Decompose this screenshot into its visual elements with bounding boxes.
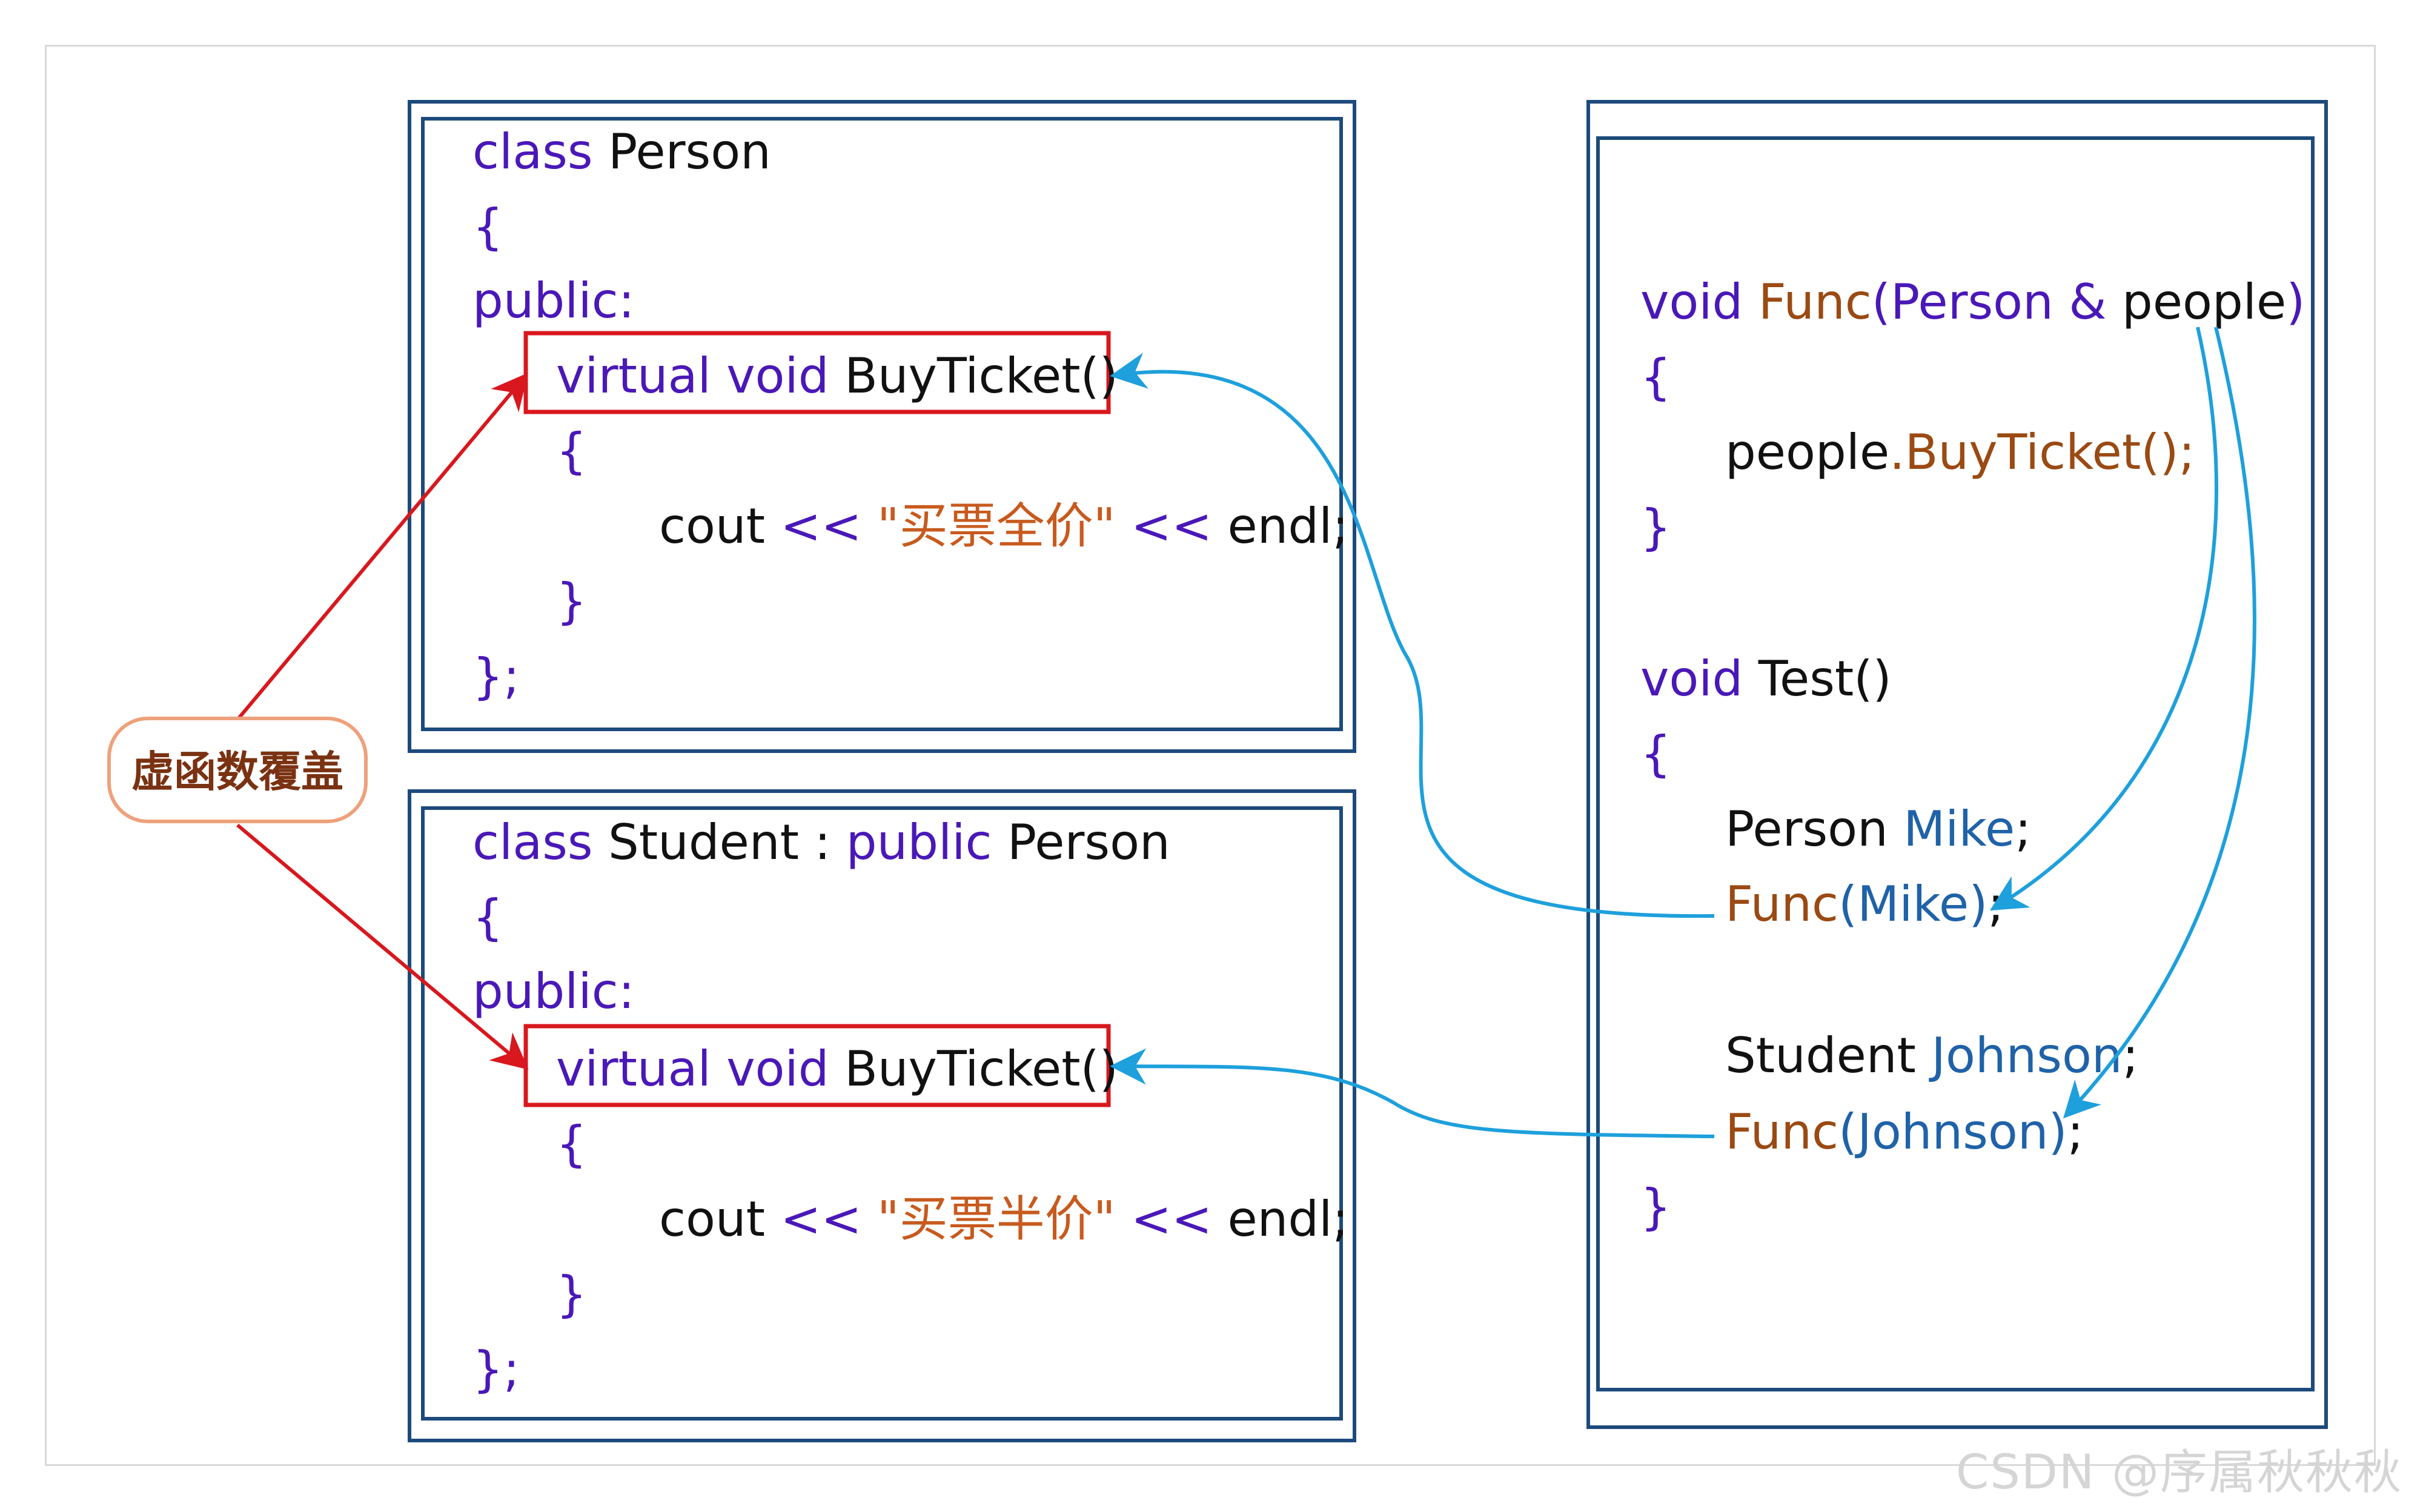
- func-param-name: people: [2122, 274, 2286, 330]
- call-johnson-line: Func(Johnson);: [1725, 1104, 2084, 1160]
- arrow-people-to-call-mike: [1989, 327, 2218, 911]
- decl-mike-semi: ;: [2015, 801, 2031, 857]
- badge-label: 虚函数覆盖: [131, 746, 343, 797]
- person-line-3: public:: [472, 273, 635, 329]
- func-brace-open: {: [1640, 349, 1671, 405]
- decl-mike-line: Person Mike;: [1725, 801, 2031, 857]
- person-class-code: class Person { public: virtual void BuyT…: [472, 124, 1348, 705]
- student-class-keyword: class: [472, 814, 593, 870]
- canvas-frame: [45, 45, 2376, 1466]
- call-method: .BuyTicket();: [1889, 424, 2195, 480]
- student-class-box: [408, 789, 1356, 1442]
- test-name: Test(): [1743, 651, 1891, 707]
- call-johnson-fn: Func: [1725, 1104, 1838, 1160]
- caller-box-outer: [1586, 100, 2328, 1429]
- student-base-name: Person: [992, 814, 1170, 870]
- person-virtual-keyword: virtual void: [556, 348, 829, 404]
- caller-code: void Func(Person & people) { people.BuyT…: [1640, 274, 2305, 1235]
- arrow-people-to-call-johnson: [2063, 327, 2256, 1119]
- student-op-1: <<: [765, 1191, 877, 1247]
- person-buyticket-name: BuyTicket(): [829, 348, 1118, 404]
- person-endl: endl;: [1227, 498, 1348, 554]
- student-line-4: virtual void BuyTicket(): [556, 1041, 1118, 1097]
- person-box-outer: [408, 100, 1356, 753]
- student-cout: cout: [659, 1191, 765, 1247]
- decl-mike-var: Mike: [1888, 801, 2015, 857]
- student-line-7: }: [556, 1266, 587, 1322]
- virtual-override-badge: 虚函数覆盖: [107, 717, 368, 823]
- person-line-4: virtual void BuyTicket(): [556, 348, 1118, 404]
- decl-johnson-line: Student Johnson;: [1725, 1027, 2139, 1084]
- person-line-5: {: [556, 423, 587, 479]
- decl-johnson-var: Johnson: [1916, 1027, 2123, 1084]
- decl-mike-type: Person: [1725, 801, 1888, 857]
- student-op-2: <<: [1116, 1191, 1228, 1247]
- student-line-2: {: [472, 889, 503, 946]
- person-line-1: class Person: [472, 124, 771, 180]
- student-class-name: Student :: [593, 814, 846, 870]
- student-endl: endl;: [1227, 1191, 1348, 1247]
- student-virtual-keyword: virtual void: [556, 1041, 829, 1097]
- person-cout: cout: [659, 498, 765, 554]
- person-line-2: {: [472, 199, 503, 255]
- person-op-1: <<: [765, 498, 877, 554]
- student-line-8: };: [472, 1341, 520, 1398]
- student-line-6: cout << "买票半价" << endl;: [659, 1191, 1348, 1247]
- arrow-func-johnson-to-student-buyticket: [1110, 1048, 1715, 1138]
- student-class-code: class Student : public Person { public: …: [472, 814, 1348, 1398]
- func-params: (Person &: [1872, 274, 2122, 330]
- person-class-keyword: class: [472, 124, 593, 180]
- student-buyticket-name: BuyTicket(): [829, 1041, 1118, 1097]
- watermark: CSDN @序属秋秋秋: [1955, 1445, 2402, 1500]
- student-string: "买票半价": [877, 1191, 1116, 1247]
- student-box-inner: [421, 806, 1343, 1421]
- person-string: "买票全价": [877, 498, 1116, 554]
- student-line-1: class Student : public Person: [472, 814, 1170, 870]
- override-arrow-student: [236, 823, 529, 1070]
- test-brace-close: }: [1640, 1179, 1671, 1235]
- badge-shape: [107, 717, 368, 823]
- test-void-keyword: void: [1640, 651, 1743, 707]
- caller-box-inner: [1596, 136, 2315, 1391]
- decl-johnson-type: Student: [1725, 1027, 1916, 1084]
- call-mike-args: (Mike): [1838, 876, 1987, 932]
- student-box-outer: [408, 789, 1356, 1442]
- func-brace-close: }: [1640, 499, 1671, 555]
- arrow-func-mike-to-person-buyticket: [1110, 353, 1715, 918]
- person-class-name: Person: [593, 124, 771, 180]
- call-mike-line: Func(Mike);: [1725, 876, 2004, 932]
- person-buyticket-highlight: [523, 331, 1111, 414]
- person-line-6: cout << "买票全价" << endl;: [659, 498, 1348, 554]
- student-public-keyword: public: [846, 814, 992, 870]
- student-line-3: public:: [472, 963, 635, 1020]
- test-brace-open: {: [1640, 726, 1671, 782]
- call-object: people: [1725, 424, 1889, 480]
- call-mike-fn: Func: [1725, 876, 1838, 932]
- test-signature-line: void Test(): [1640, 651, 1892, 707]
- override-arrow-person: [236, 373, 528, 721]
- func-body-line: people.BuyTicket();: [1725, 424, 2195, 480]
- func-void-keyword: void: [1640, 274, 1743, 330]
- func-name: Func: [1743, 274, 1871, 330]
- student-line-5: {: [556, 1116, 587, 1172]
- person-box-inner: [421, 117, 1343, 731]
- call-johnson-args: (Johnson): [1838, 1104, 2067, 1160]
- person-class-box: [408, 100, 1356, 753]
- person-line-7: }: [556, 573, 587, 629]
- person-line-8: };: [472, 648, 520, 705]
- caller-code-box: [1586, 100, 2328, 1429]
- func-signature-line: void Func(Person & people): [1640, 274, 2305, 330]
- person-op-2: <<: [1116, 498, 1228, 554]
- func-close-paren: ): [2286, 274, 2305, 330]
